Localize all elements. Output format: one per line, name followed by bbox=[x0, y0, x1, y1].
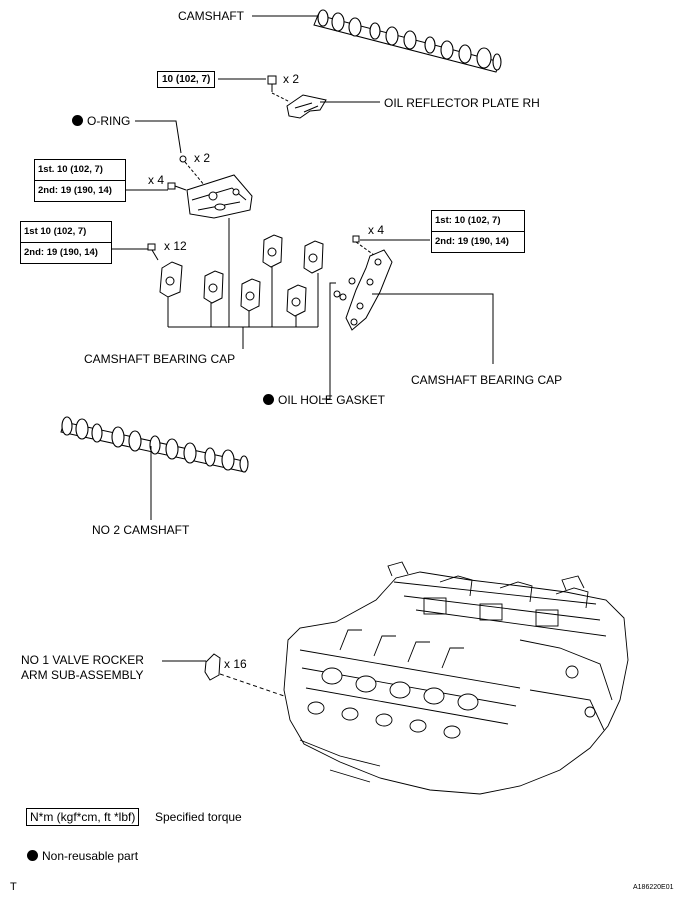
no2-camshaft-drawing bbox=[60, 416, 249, 520]
rocker-arm-qty: x 16 bbox=[224, 657, 247, 671]
bearing-cap-label-left: CAMSHAFT BEARING CAP bbox=[84, 352, 236, 366]
bearing-cap-label-right: CAMSHAFT BEARING CAP bbox=[411, 373, 563, 387]
non-reusable-dot-icon bbox=[263, 394, 274, 405]
rocker-arm-line2: ARM SUB-ASSEMBLY bbox=[21, 668, 144, 682]
camshaft-housing-drawing bbox=[126, 174, 253, 327]
non-reusable-dot-icon bbox=[72, 115, 83, 126]
housing-bolt-qty: x 4 bbox=[148, 173, 165, 187]
non-reusable-dot-icon bbox=[27, 850, 38, 861]
oil-reflector-drawing bbox=[218, 75, 380, 119]
torque-second: 2nd: 19 (190, 14) bbox=[432, 231, 524, 252]
o-ring-drawing bbox=[135, 120, 206, 187]
torque-first: 1st 10 (102, 7) bbox=[24, 226, 87, 237]
torque-second: 2nd: 19 (190, 14) bbox=[21, 242, 111, 263]
torque-first: 1st: 10 (102, 7) bbox=[435, 215, 501, 226]
torque-second: 2nd: 19 (190, 14) bbox=[35, 180, 125, 201]
footer-left-mark: T bbox=[10, 881, 17, 893]
legend-torque-unit: N*m (kgf*cm, ft *lbf) bbox=[30, 810, 136, 824]
oil-reflector-plate-label: OIL REFLECTOR PLATE RH bbox=[384, 96, 540, 110]
engine-head-drawing bbox=[283, 561, 629, 795]
torque-box-reflector: 10 (102, 7) bbox=[157, 71, 216, 88]
camshaft-label: CAMSHAFT bbox=[178, 9, 244, 23]
torque-box-housing: 1st. 10 (102, 7) 2nd: 19 (190, 14) bbox=[34, 159, 126, 202]
torque-box-right-cap: 1st: 10 (102, 7) 2nd: 19 (190, 14) bbox=[431, 210, 525, 253]
torque-box-caps: 1st 10 (102, 7) 2nd: 19 (190, 14) bbox=[20, 221, 112, 264]
rocker-arm-line1: NO 1 VALVE ROCKER bbox=[21, 653, 144, 667]
cap-bolt-qty: x 12 bbox=[164, 239, 187, 253]
oil-hole-gasket-text: OIL HOLE GASKET bbox=[278, 393, 385, 407]
rocker-arm-label: NO 1 VALVE ROCKER ARM SUB-ASSEMBLY bbox=[21, 653, 144, 683]
legend-torque-box: N*m (kgf*cm, ft *lbf) bbox=[26, 808, 140, 826]
reflector-bolt-qty: x 2 bbox=[283, 72, 300, 86]
legend-torque-text: Specified torque bbox=[155, 810, 242, 824]
right-bearing-cap-drawing bbox=[322, 235, 494, 400]
rocker-arm-drawing bbox=[162, 653, 291, 699]
camshaft-drawing bbox=[252, 9, 502, 73]
legend-non-reusable-text: Non-reusable part bbox=[42, 849, 139, 863]
right-cap-bolt-qty: x 4 bbox=[368, 223, 385, 237]
o-ring-text: O-RING bbox=[87, 114, 131, 128]
left-caps-bracket bbox=[167, 267, 319, 349]
figure-id: A186220E01 bbox=[633, 884, 674, 891]
left-bearing-caps-drawing bbox=[112, 234, 324, 317]
oil-hole-gasket-label: OIL HOLE GASKET bbox=[263, 393, 385, 407]
torque-value: 10 (102, 7) bbox=[162, 74, 211, 85]
torque-first: 1st. 10 (102, 7) bbox=[38, 164, 103, 175]
o-ring-qty: x 2 bbox=[194, 151, 211, 165]
legend-non-reusable: Non-reusable part bbox=[27, 849, 138, 863]
no2-camshaft-label: NO 2 CAMSHAFT bbox=[92, 523, 190, 537]
o-ring-label: O-RING bbox=[72, 114, 130, 128]
